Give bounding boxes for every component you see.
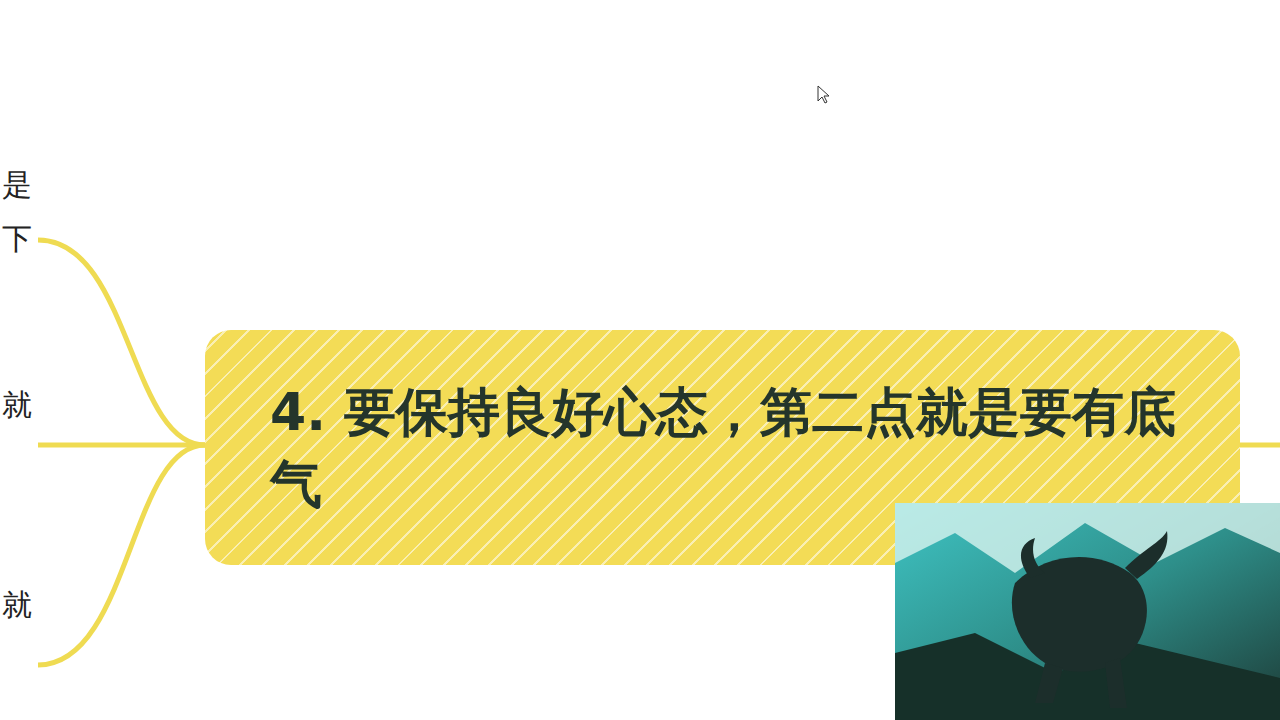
branch-label: 是 [2, 168, 32, 201]
branch-label: 下 [2, 222, 32, 255]
branch-line [38, 443, 205, 448]
branch-label: 就 [2, 388, 32, 421]
bull-illustration [895, 503, 1280, 720]
bull-legs [1035, 658, 1127, 708]
topic-text: 4. 要保持良好心态，第二点就是要有底气 [270, 376, 1180, 520]
mouse-cursor [818, 86, 829, 103]
branch-curve [38, 240, 205, 445]
branch-label: 就 [2, 588, 32, 621]
branch-line [1236, 443, 1280, 448]
picture-ground [895, 503, 1280, 720]
bull-horn [1021, 538, 1045, 578]
bull-horn [1125, 531, 1167, 579]
branch-curve [38, 445, 205, 665]
